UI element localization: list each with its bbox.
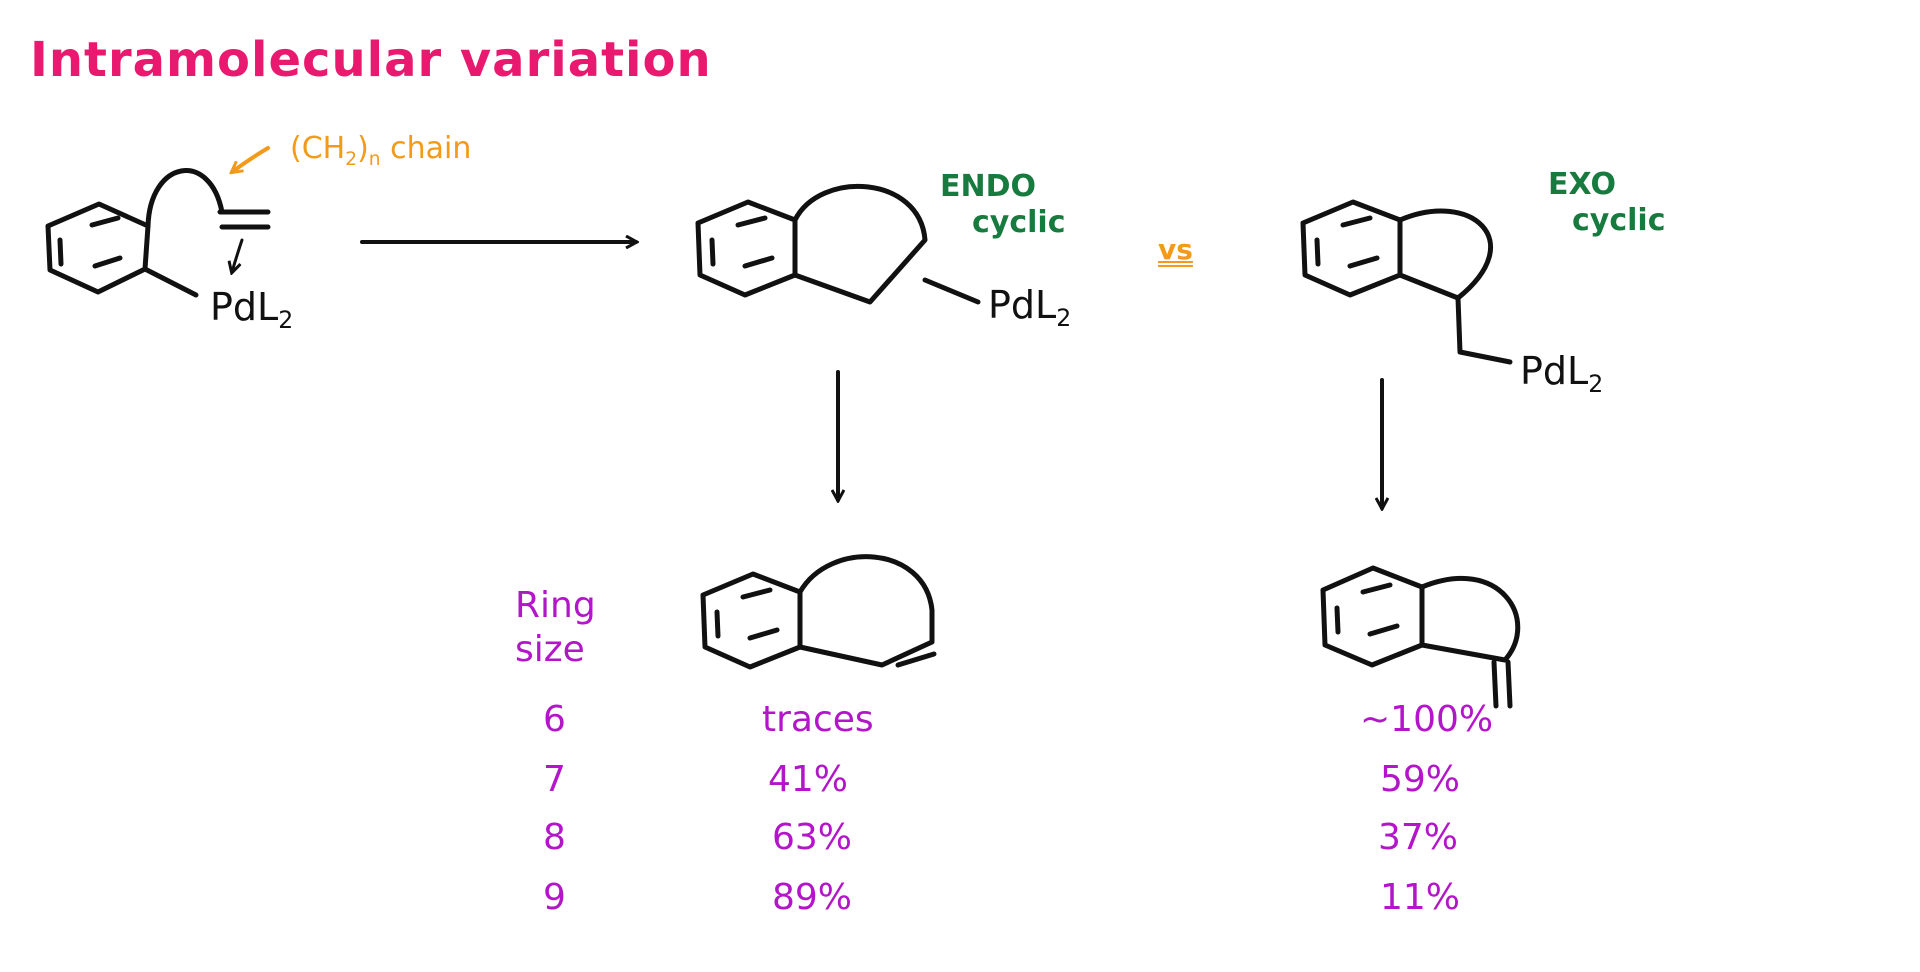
exo-yield-8: 37% [1378, 817, 1459, 858]
chain-pointer-arrow [232, 146, 270, 172]
exo-yield-9: 11% [1380, 877, 1461, 918]
pd-main: PdL [1520, 349, 1589, 393]
ring-size-6: 6 [543, 699, 566, 740]
exo-intermediate [1300, 199, 1513, 365]
endo-yield-8: 63% [772, 817, 853, 858]
ring-size-header-line1: Ring [515, 585, 596, 626]
chain-word: chain [390, 131, 472, 166]
ring-size-header-line2: size [515, 629, 585, 670]
endo-intermediate [695, 183, 981, 305]
endo-yield-6: traces [762, 699, 874, 740]
page-title: Intramolecular variation [30, 32, 712, 88]
ring-size-8: 8 [543, 817, 566, 858]
chain-formula-n: n [368, 148, 381, 170]
endo-yield-9: 89% [772, 877, 853, 918]
pd-label-endo: PdL2 [988, 283, 1071, 330]
starting-material [45, 168, 271, 298]
exo-yield-7: 59% [1380, 759, 1461, 800]
endo-double-bond [895, 651, 937, 668]
chain-label: (CH2)n chain [290, 131, 472, 169]
endo-yield-7: 41% [768, 759, 849, 800]
chain-formula-prefix: (CH [290, 131, 346, 166]
chain-formula-suffix: ) [357, 131, 369, 166]
pd-sub: 2 [1056, 304, 1072, 333]
pd-label-exo: PdL2 [1520, 349, 1603, 396]
alkene-double-bond [217, 209, 271, 230]
benzene-ring [45, 201, 151, 295]
vs-label: vs [1158, 233, 1193, 266]
exo-methylene [1491, 659, 1513, 709]
endo-cyclic-label: cyclic [972, 205, 1066, 240]
pd-sub: 2 [278, 306, 294, 335]
pd-sub: 2 [1588, 370, 1604, 399]
exo-product [1320, 565, 1521, 709]
insertion-arrow [232, 238, 244, 272]
endo-product [700, 554, 937, 670]
alkyl-chain [145, 168, 225, 229]
ring-arc [797, 554, 935, 668]
exo-cyclic-label: cyclic [1572, 203, 1666, 238]
ring-arc [1397, 208, 1494, 301]
chain-formula-sub: 2 [345, 148, 358, 170]
ring-size-7: 7 [543, 759, 566, 800]
exo-label: EXO [1548, 167, 1617, 202]
ring-arc [792, 183, 928, 305]
ring-size-9: 9 [543, 877, 566, 918]
pd-label-start: PdL2 [210, 285, 293, 332]
ring-arc [1419, 575, 1521, 663]
pd-main: PdL [210, 285, 279, 329]
exo-yield-6: ~100% [1360, 699, 1494, 740]
pd-main: PdL [988, 283, 1057, 327]
endo-label: ENDO [940, 169, 1037, 204]
